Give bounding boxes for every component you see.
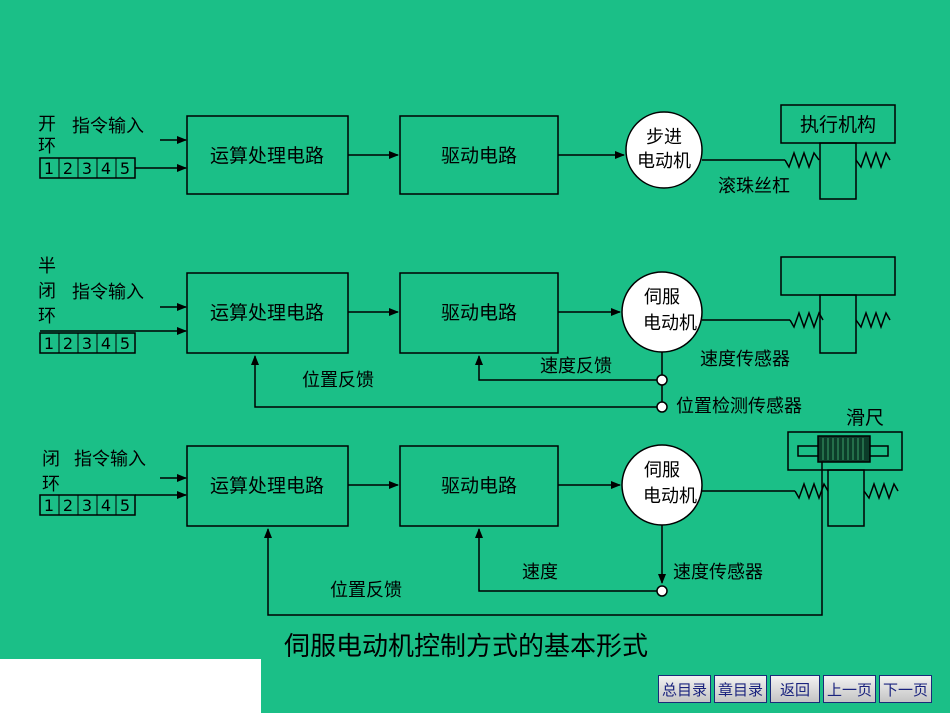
- digit-3: 3: [82, 334, 92, 353]
- compute-circuit-label: 运算处理电路: [210, 145, 324, 167]
- ballscrew-spring-right: [855, 150, 891, 170]
- ballscrew-spring-right: [863, 481, 899, 501]
- speed-sensor-node: [656, 374, 668, 386]
- speed-feedback-label: 速度反馈: [540, 356, 612, 377]
- closed-loop-label-2: 环: [42, 474, 60, 495]
- digit-1: 1: [44, 159, 54, 178]
- servo-motor-line2: 电动机: [643, 313, 697, 334]
- blank-panel: [0, 659, 261, 713]
- open-loop-label-1: 开: [38, 114, 56, 135]
- closed-loop-section: 闭 环 指令输入 1 2 3 4 5 运算处理电路 驱动电路 伺服 电动机: [39, 407, 903, 616]
- worktable-stem: [819, 294, 857, 354]
- digit-1: 1: [44, 334, 54, 353]
- position-feedback-label: 位置反馈: [302, 370, 374, 391]
- speed-sensor-node: [656, 585, 668, 597]
- closed-loop-label-1: 闭: [42, 449, 60, 470]
- open-loop-label-2: 环: [38, 136, 56, 157]
- slider-reading-head: [817, 435, 871, 463]
- actuator-stem: [819, 142, 857, 200]
- semi-closed-loop-section: 半 闭 环 指令输入 1 2 3 4 5 运算处理电路 驱动电路 伺服 电动机: [38, 256, 896, 417]
- speed-label: 速度: [522, 562, 558, 583]
- servo-motor-line1: 伺服: [644, 287, 680, 308]
- speed-feedback-line: [475, 528, 657, 592]
- navigation-bar: 总目录 章目录 返回 上一页 下一页: [658, 675, 932, 705]
- speed-sensor-label: 速度传感器: [700, 349, 790, 370]
- drive-circuit-label: 驱动电路: [441, 302, 517, 324]
- digit-4: 4: [101, 159, 111, 178]
- compute-circuit-label: 运算处理电路: [210, 302, 324, 324]
- speed-feedback-line: [475, 355, 657, 381]
- speed-sensor-label: 速度传感器: [673, 562, 763, 583]
- stepper-motor-line2: 电动机: [637, 151, 691, 172]
- servo-motor-line2: 电动机: [643, 486, 697, 507]
- nav-prev-page-button[interactable]: 上一页: [823, 675, 876, 703]
- nav-back-button[interactable]: 返回: [770, 675, 820, 703]
- semi-loop-label-1: 半: [38, 256, 56, 277]
- ballscrew-spring-right: [855, 310, 891, 330]
- semi-loop-label-3: 环: [38, 306, 56, 327]
- drive-circuit-box: [399, 272, 559, 354]
- digit-5: 5: [120, 496, 130, 515]
- digit-3: 3: [82, 496, 92, 515]
- diagram-caption: 伺服电动机控制方式的基本形式: [284, 632, 648, 662]
- nav-chapter-contents-button[interactable]: 章目录: [714, 675, 767, 703]
- stepper-motor-line1: 步进: [646, 127, 682, 148]
- digit-2: 2: [63, 334, 73, 353]
- digit-row: 1 2 3 4 5: [39, 494, 136, 516]
- position-sensor-node: [656, 401, 668, 413]
- command-input-label: 指令输入: [74, 449, 146, 470]
- drive-circuit-box: [399, 445, 559, 527]
- reading-head-grating: [822, 438, 864, 460]
- worktable-stem: [827, 469, 865, 527]
- stepper-motor: [625, 111, 703, 189]
- servo-motor-line1: 伺服: [644, 460, 680, 481]
- servo-motor: [621, 271, 703, 353]
- digit-2: 2: [63, 159, 73, 178]
- compute-circuit-box: [186, 445, 349, 527]
- drive-circuit-label: 驱动电路: [441, 475, 517, 497]
- servo-motor: [621, 444, 703, 526]
- compute-circuit-label: 运算处理电路: [210, 475, 324, 497]
- slider-label: 滑尺: [846, 407, 884, 429]
- command-input-label: 指令输入: [72, 116, 144, 137]
- nav-next-page-button[interactable]: 下一页: [879, 675, 932, 703]
- drive-circuit-label: 驱动电路: [441, 145, 517, 167]
- position-sensor-label: 位置检测传感器: [676, 396, 802, 417]
- position-feedback-line: [264, 462, 823, 616]
- open-loop-section: 开 环 指令输入 1 2 3 4 5 运算处理电路 驱动电路 步进 电动机: [38, 104, 896, 200]
- position-feedback-label: 位置反馈: [330, 580, 402, 601]
- nav-contents-button[interactable]: 总目录: [658, 675, 711, 703]
- position-feedback-line: [251, 355, 657, 408]
- digit-5: 5: [120, 159, 130, 178]
- digit-1: 1: [44, 496, 54, 515]
- ballscrew-spring-left: [789, 310, 824, 330]
- digit-4: 4: [101, 334, 111, 353]
- ballscrew-spring-left: [784, 150, 820, 170]
- command-input-label: 指令输入: [72, 282, 144, 303]
- ballscrew-label: 滚珠丝杠: [718, 176, 790, 197]
- actuator-label: 执行机构: [800, 114, 876, 136]
- digit-3: 3: [82, 159, 92, 178]
- digit-2: 2: [63, 496, 73, 515]
- compute-circuit-box: [186, 272, 349, 354]
- digit-5: 5: [120, 334, 130, 353]
- semi-loop-label-2: 闭: [38, 281, 56, 302]
- digit-4: 4: [101, 496, 111, 515]
- ballscrew-spring-left: [794, 481, 829, 501]
- digit-row: 1 2 3 4 5: [39, 332, 136, 354]
